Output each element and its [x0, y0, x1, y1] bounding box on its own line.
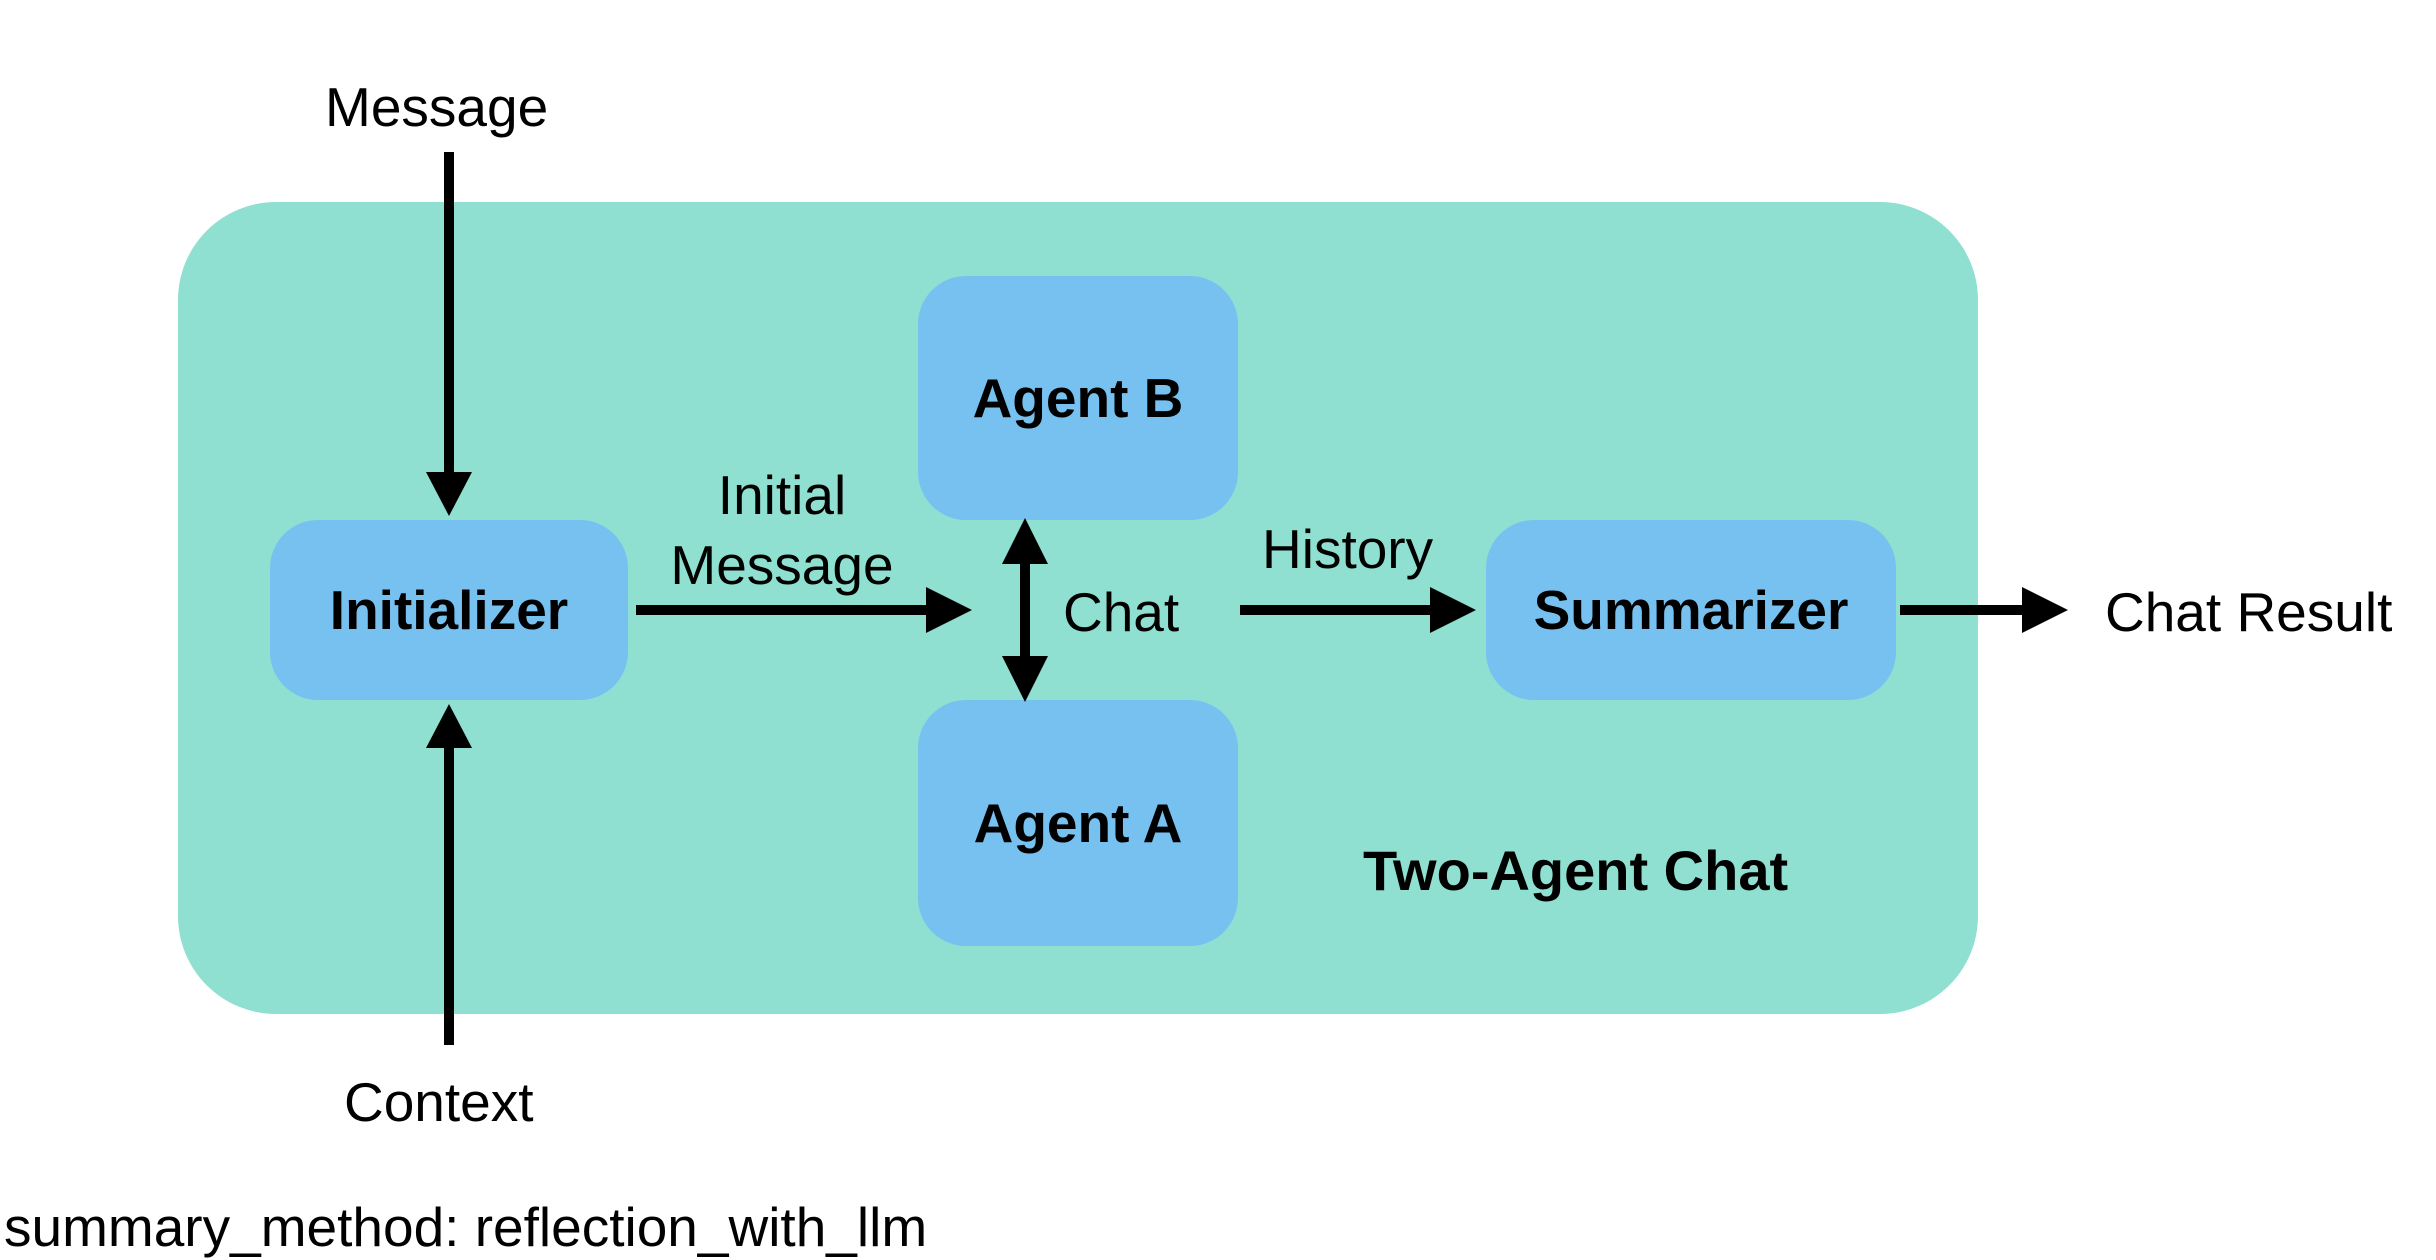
- chat-result-arrowhead: [2022, 587, 2068, 633]
- agent-a-node: Agent A: [918, 700, 1238, 946]
- agent-a-label: Agent A: [973, 792, 1183, 854]
- message-label: Message: [325, 76, 549, 138]
- agent-b-label: Agent B: [972, 367, 1184, 429]
- initial-message-label: Initial Message: [670, 464, 894, 596]
- agent-b-node: Agent B: [918, 276, 1238, 520]
- chat-result-label: Chat Result: [2105, 581, 2393, 643]
- summarizer-node: Summarizer: [1486, 520, 1896, 700]
- container-title: Two-Agent Chat: [1363, 839, 1789, 902]
- initializer-label: Initializer: [329, 579, 569, 641]
- summarizer-label: Summarizer: [1533, 579, 1849, 641]
- summary-method-text: summary_method: reflection_with_llm: [4, 1196, 928, 1258]
- history-label: History: [1262, 518, 1434, 580]
- chat-label: Chat: [1063, 581, 1180, 643]
- initializer-node: Initializer: [270, 520, 628, 700]
- context-label: Context: [344, 1071, 534, 1133]
